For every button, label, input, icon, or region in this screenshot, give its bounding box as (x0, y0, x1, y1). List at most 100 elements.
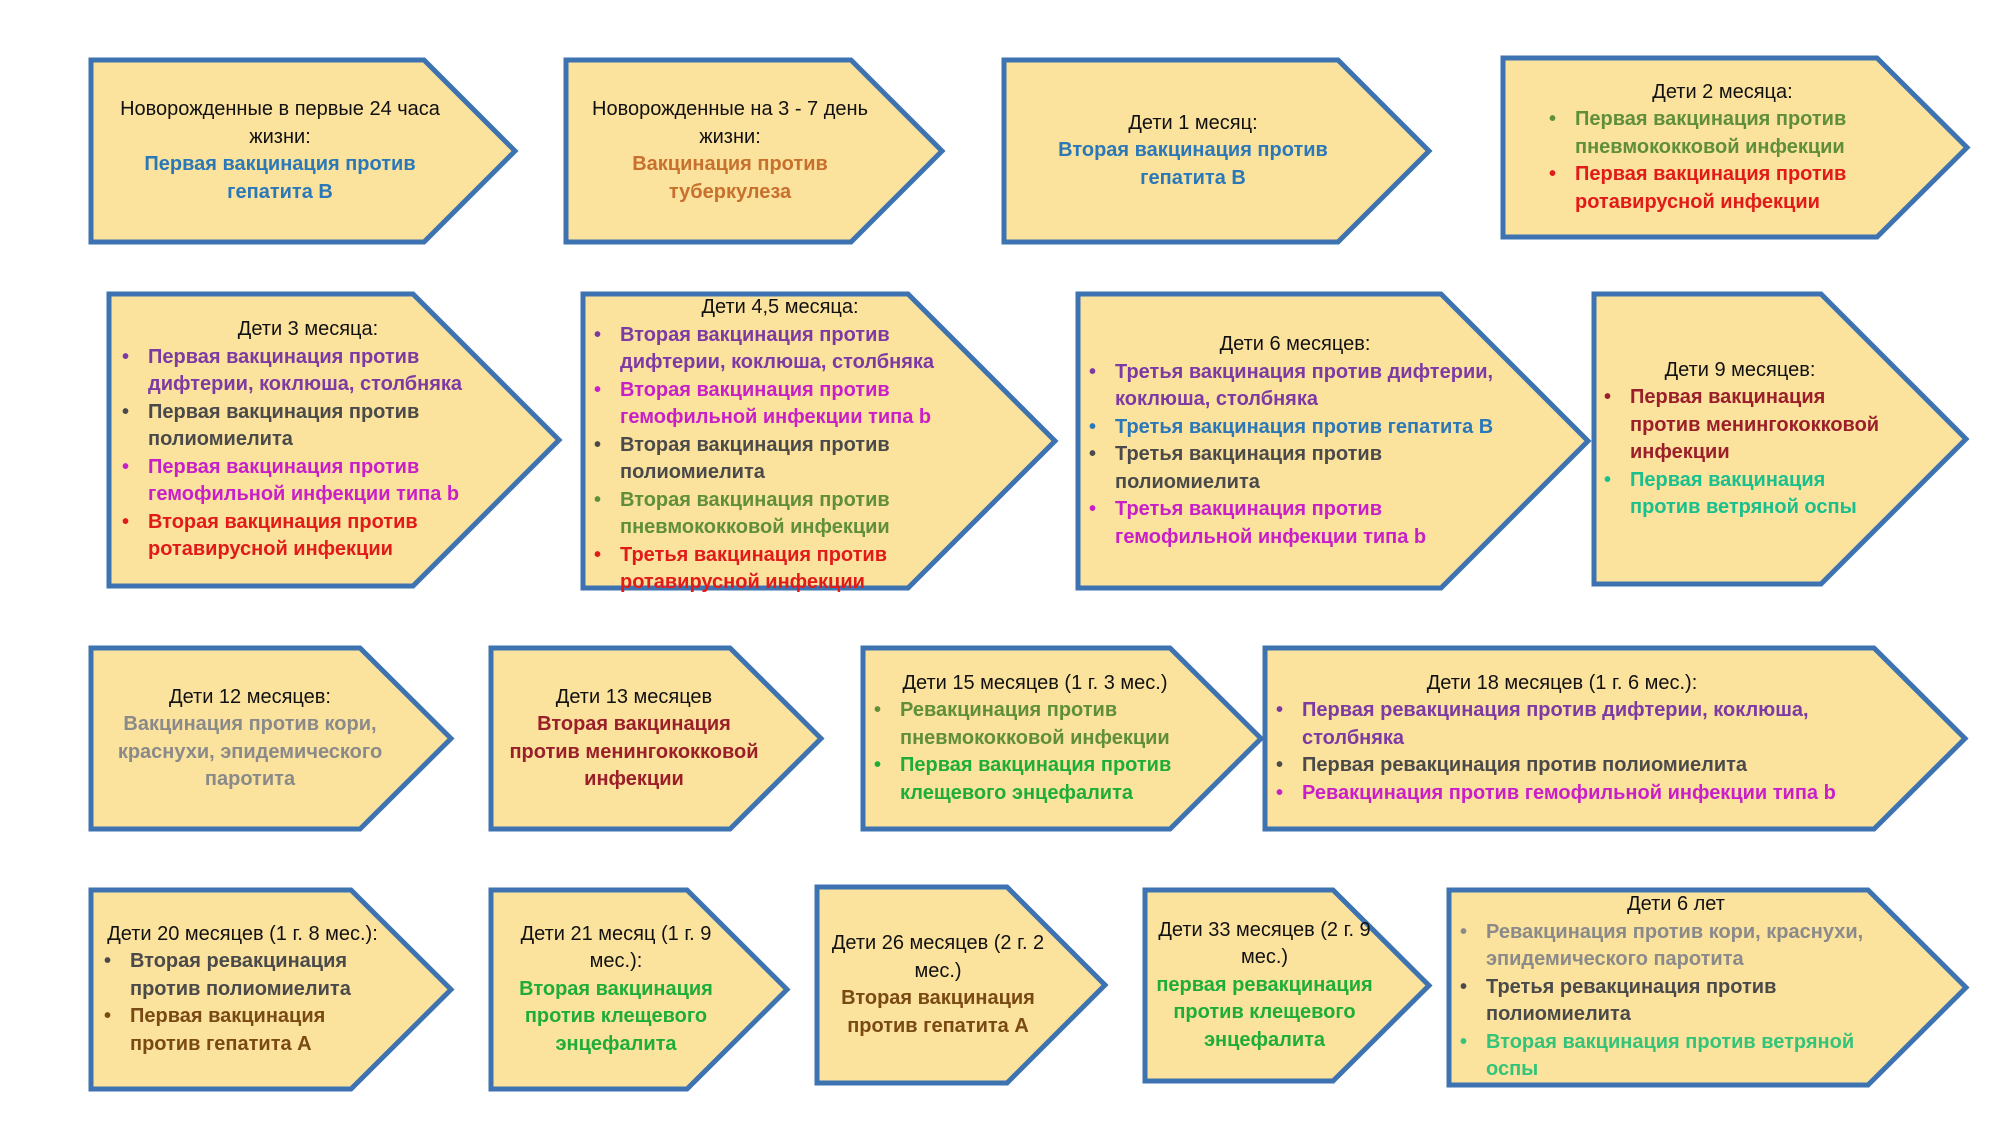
stage-content: Дети 20 месяцев (1 г. 8 мес.): Вторая рев… (100, 887, 385, 1092)
vaccination-line: Вторая вакцинация против гепатита A (841, 987, 1035, 1037)
vaccination-item: Третья вакцинация против полиомиелита (1085, 441, 1505, 496)
vaccination-item: Ревакцинация против пневмококковой инфек… (870, 697, 1200, 752)
vaccination-line: первая ревакцинация против клещевого энц… (1156, 973, 1373, 1051)
stage-content: Дети 4,5 месяца: Вторая вакцинация против… (590, 294, 970, 593)
stage-box-b17: Дети 6 летРевакцинация против кори, крас… (1446, 887, 1970, 1088)
vaccination-item: Третья вакцинация против дифтерии, коклю… (1085, 359, 1505, 414)
stage-title: Дети 20 месяцев (1 г. 8 мес.): (107, 922, 378, 945)
vaccination-item: Вторая вакцинация против пневмококковой … (590, 487, 970, 542)
vaccination-list: Первая вакцинация против дифтерии, коклю… (118, 344, 498, 564)
chevron-outline (563, 57, 946, 245)
chevron-outline (488, 645, 825, 832)
vaccination-item: Вторая ревакцинация против полиомиелита (100, 948, 385, 1003)
vaccination-item: Вторая вакцинация против полиомиелита (590, 432, 970, 487)
stage-box-b8: Дети 9 месяцев: Первая вакцинация против … (1591, 291, 1970, 587)
stage-title: Дети 9 месяцев: (1664, 358, 1816, 381)
stage-box-b13: Дети 20 месяцев (1 г. 8 мес.): Вторая рев… (88, 887, 455, 1092)
chevron-outline (1001, 57, 1433, 245)
vaccination-list: Вторая ревакцинация против полиомиелитаП… (100, 948, 385, 1058)
stage-content: Дети 6 летРевакцинация против кори, крас… (1456, 887, 1896, 1088)
vaccination-line: Вторая вакцинация против менингококковой… (509, 713, 759, 790)
stage-box-b5: Дети 3 месяца: Первая вакцинация против д… (106, 291, 563, 589)
chevron-outline (88, 645, 455, 832)
stage-content: Дети 21 месяц (1 г. 9 мес.):Вторая вакци… (498, 887, 734, 1092)
stage-title: Дети 2 месяца: (1652, 80, 1793, 103)
vaccination-list: Первая ревакцинация против дифтерии, кок… (1272, 697, 1852, 807)
chevron-outline (1142, 887, 1433, 1084)
chevron-shape (563, 57, 946, 245)
chevron-shape (88, 57, 519, 245)
stage-box-b16: Дети 33 месяцев (2 г. 9 мес.)первая рева… (1142, 887, 1433, 1084)
stage-title: Дети 6 лет (1627, 893, 1725, 916)
vaccination-item: Первая вакцинация против ротавирусной ин… (1545, 161, 1900, 216)
vaccination-line: Вторая вакцинация против клещевого энцеф… (519, 977, 713, 1055)
vaccination-item: Первая вакцинация против пневмококковой … (1545, 106, 1900, 161)
vaccination-list: Вторая вакцинация против дифтерии, коклю… (590, 322, 970, 597)
stage-title: Дети 13 месяцев (555, 685, 713, 708)
stage-content: Дети 12 месяцев:Вакцинация против кори, … (100, 645, 400, 832)
stage-content: Дети 33 месяцев (2 г. 9 мес.)первая рева… (1152, 887, 1377, 1084)
stage-box-b4: Дети 2 месяца: Первая вакцинация против п… (1500, 55, 1971, 240)
stage-content: Дети 26 месяцев (2 г. 2 мес.)Вторая вакц… (824, 884, 1052, 1086)
vaccination-list: Ревакцинация против кори, краснухи, эпид… (1456, 919, 1896, 1084)
stage-content: Дети 15 месяцев (1 г. 3 мес.) Ревакцинаци… (870, 645, 1200, 832)
stage-content: Дети 9 месяцев: Первая вакцинация против … (1600, 291, 1880, 587)
vaccination-list: Первая вакцинация против пневмококковой … (1545, 106, 1900, 216)
stage-content: Новорожденные на 3 - 7 день жизни:Вакцин… (575, 57, 885, 245)
stage-content: Дети 3 месяца: Первая вакцинация против д… (118, 291, 498, 589)
vaccination-item: Первая вакцинация против клещевого энцеф… (870, 752, 1200, 807)
vaccination-item: Ревакцинация против кори, краснухи, эпид… (1456, 919, 1896, 974)
chevron-shape (488, 645, 825, 832)
stage-box-b7: Дети 6 месяцев: Третья вакцинация против … (1075, 291, 1592, 591)
vaccination-item: Первая вакцинация против менингококковой… (1600, 384, 1880, 467)
stage-box-b1: Новорожденные в первые 24 часа жизни:Пер… (88, 57, 519, 245)
stage-box-b12: Дети 18 месяцев (1 г. 6 мес.): Первая рев… (1262, 645, 1969, 832)
vaccination-list: Ревакцинация против пневмококковой инфек… (870, 697, 1200, 807)
stage-title: Дети 3 месяца: (237, 318, 379, 341)
vaccination-item: Третья ревакцинация против полиомиелита (1456, 974, 1896, 1029)
stage-title: Дети 26 месяцев (2 г. 2 мес.) (831, 932, 1045, 982)
chevron-shape (814, 884, 1109, 1086)
stage-content: Дети 1 месяц: Вторая вакцинация против ге… (1013, 57, 1373, 245)
vaccination-item: Первая вакцинация против гепатита A (100, 1003, 385, 1058)
vaccination-item: Вторая вакцинация против гемофильной инф… (590, 377, 970, 432)
stage-box-b2: Новорожденные на 3 - 7 день жизни:Вакцин… (563, 57, 946, 245)
stage-title: Дети 6 месяцев: (1219, 333, 1371, 355)
stage-content: Новорожденные в первые 24 часа жизни:Пер… (100, 57, 460, 245)
vaccination-line: Вторая вакцинация против гепатита B (1058, 139, 1328, 189)
vaccination-item: Третья вакцинация против гемофильной инф… (1085, 496, 1505, 551)
chevron-outline (88, 57, 519, 245)
vaccination-item: Первая вакцинация против дифтерии, коклю… (118, 344, 498, 399)
vaccination-list: Первая вакцинация против менингококковой… (1600, 384, 1880, 522)
chevron-outline (814, 884, 1109, 1086)
stage-title: Дети 33 месяцев (2 г. 9 мес.) (1158, 918, 1371, 969)
stage-box-b6: Дети 4,5 месяца: Вторая вакцинация против… (580, 291, 1059, 593)
vaccination-item: Вторая вакцинация против ветряной оспы (1456, 1029, 1896, 1084)
stage-title: Дети 4,5 месяца: (701, 296, 859, 318)
stage-box-b15: Дети 26 месяцев (2 г. 2 мес.)Вторая вакц… (814, 884, 1109, 1086)
stage-title: Новорожденные на 3 - 7 день жизни: (592, 98, 868, 148)
vaccination-line: Вакцинация против туберкулеза (632, 153, 828, 203)
vaccination-item: Третья вакцинация против ротавирусной ин… (590, 542, 970, 597)
vaccination-line: Первая вакцинация против гепатита B (144, 153, 416, 203)
stage-title: Новорожденные в первые 24 часа жизни: (120, 98, 440, 148)
vaccination-list: Третья вакцинация против дифтерии, коклю… (1085, 359, 1505, 552)
stage-title: Дети 15 месяцев (1 г. 3 мес.) (902, 671, 1168, 694)
stage-title: Дети 18 месяцев (1 г. 6 мес.): (1426, 671, 1698, 694)
stage-title: Дети 1 месяц: (1128, 111, 1258, 134)
vaccination-line: Вакцинация против кори, краснухи, эпидем… (117, 713, 383, 790)
stage-box-b9: Дети 12 месяцев:Вакцинация против кори, … (88, 645, 455, 832)
stage-box-b14: Дети 21 месяц (1 г. 9 мес.):Вторая вакци… (488, 887, 791, 1092)
chevron-shape (88, 645, 455, 832)
vaccination-item: Первая вакцинация против ветряной оспы (1600, 467, 1880, 522)
vaccination-item: Вторая вакцинация против дифтерии, коклю… (590, 322, 970, 377)
vaccination-item: Первая ревакцинация против полиомиелита (1272, 752, 1852, 780)
vaccination-item: Третья вакцинация против гепатита B (1085, 414, 1505, 442)
chevron-shape (488, 887, 791, 1092)
vaccination-item: Первая вакцинация против полиомиелита (118, 399, 498, 454)
stage-box-b3: Дети 1 месяц: Вторая вакцинация против ге… (1001, 57, 1433, 245)
vaccination-item: Первая ревакцинация против дифтерии, кок… (1272, 697, 1852, 752)
vaccination-item: Первая вакцинация против гемофильной инф… (118, 454, 498, 509)
